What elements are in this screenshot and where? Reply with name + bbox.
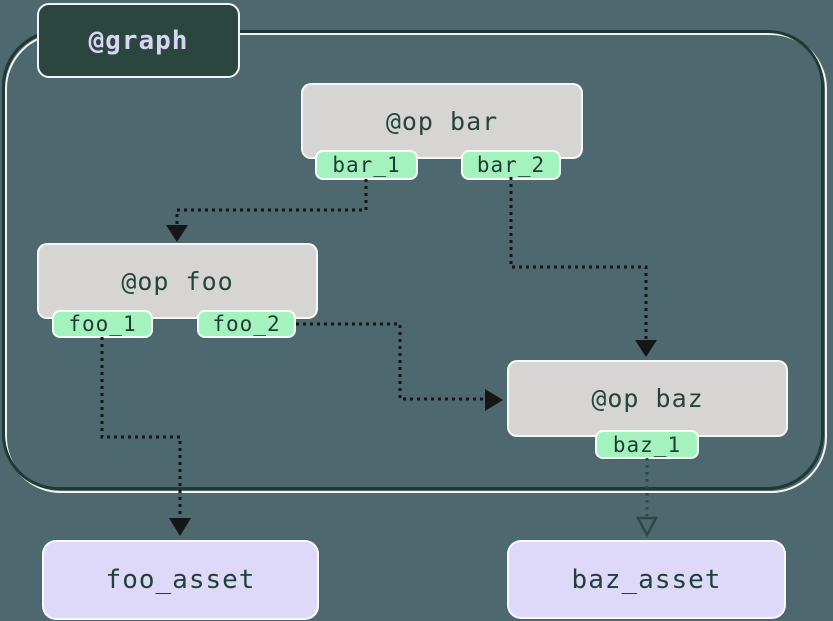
- asset-node-baz-asset: baz_asset: [507, 540, 786, 619]
- op-baz-title: @op baz: [591, 384, 704, 413]
- arrowhead-into-fooasset-icon: [169, 518, 191, 536]
- output-tab-bar-1: bar_1: [315, 150, 418, 180]
- output-tab-foo-1: foo_1: [52, 310, 153, 338]
- op-bar-title: @op bar: [385, 106, 499, 136]
- graph-label: @graph: [37, 3, 240, 78]
- op-node-foo: @op foo: [37, 243, 318, 319]
- output-tab-bar-2: bar_2: [461, 150, 561, 180]
- op-foo-title: @op foo: [121, 266, 234, 296]
- arrowhead-into-bazasset-icon: [635, 516, 659, 538]
- op-node-baz: @op baz: [507, 360, 788, 437]
- asset-baz-label: baz_asset: [571, 564, 722, 595]
- asset-foo-label: foo_asset: [105, 565, 256, 595]
- graph-boundary-highlight: [5, 33, 827, 493]
- asset-node-foo-asset: foo_asset: [42, 540, 319, 620]
- output-tab-baz-1: baz_1: [595, 430, 699, 459]
- graph-boundary: [2, 30, 824, 490]
- op-node-bar: @op bar: [301, 83, 583, 159]
- output-tab-foo-2: foo_2: [197, 310, 296, 338]
